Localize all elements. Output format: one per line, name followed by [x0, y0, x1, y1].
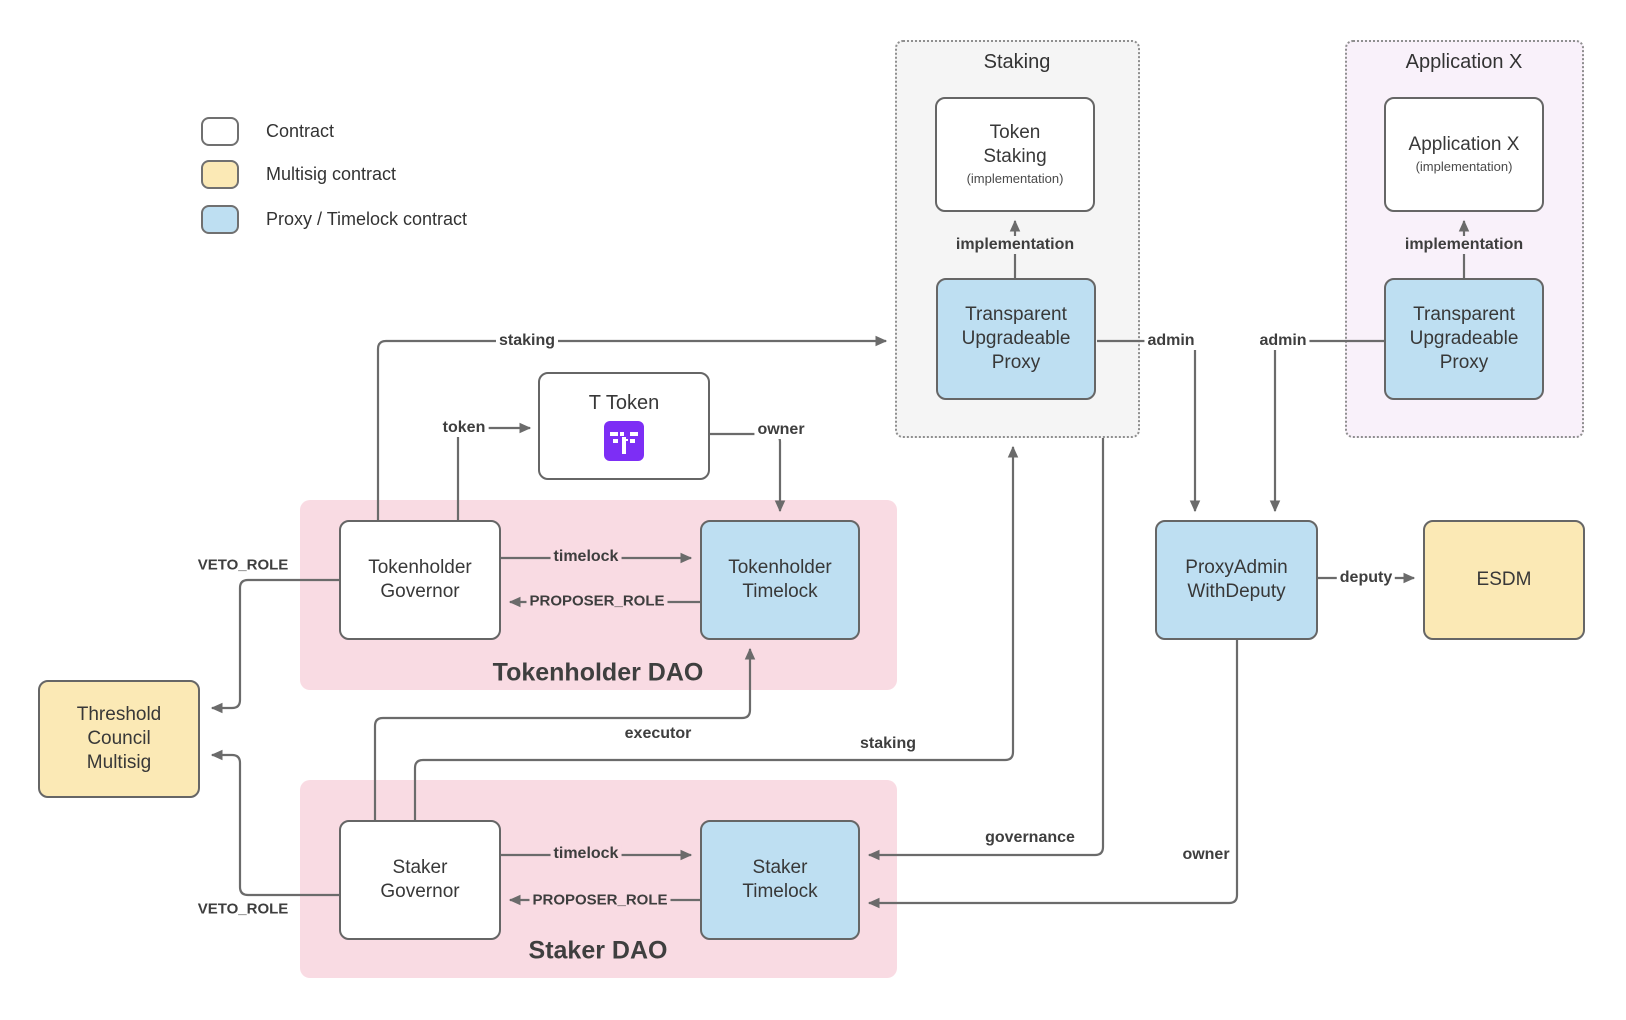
legend-label: Contract — [266, 121, 335, 141]
node-token-staking: Token Staking (implementation) — [935, 97, 1095, 212]
edge-label-timelock-staker: timelock — [550, 845, 622, 863]
legend-item-contract: Contract — [201, 117, 334, 146]
node-label: Tokenholder Governor — [368, 557, 472, 602]
edge-label-owner-bottom: owner — [1182, 846, 1230, 863]
edge-label-staking-bottom: staking — [859, 735, 917, 752]
legend-item-multisig: Multisig contract — [201, 160, 396, 189]
edge-label-staking-top: staking — [495, 332, 559, 350]
node-tokenholder-governor: Tokenholder Governor — [339, 520, 501, 640]
edge-label-token: token — [439, 419, 489, 437]
node-application-x-implementation: Application X (implementation) — [1384, 97, 1544, 212]
node-tokenholder-timelock: Tokenholder Timelock — [700, 520, 860, 640]
legend-label: Proxy / Timelock contract — [266, 209, 468, 229]
node-label: Staker Timelock — [742, 857, 818, 902]
edge-label-deputy: deputy — [1336, 569, 1396, 587]
contract-swatch-icon — [201, 117, 239, 146]
edge-label-governance: governance — [985, 829, 1075, 846]
edge-owner-bottom — [867, 640, 1239, 909]
edge-label-veto-role-top: VETO_ROLE — [197, 556, 289, 574]
node-label: Threshold Council Multisig — [76, 704, 162, 773]
edge-veto-role-top — [210, 578, 339, 714]
node-label: Transparent Upgradeable Proxy — [961, 304, 1071, 373]
edge-label-proposer-role-staker: PROPOSER_ROLE — [529, 891, 671, 909]
node-label: Tokenholder Timelock — [728, 557, 832, 602]
node-label: ESDM — [1476, 569, 1532, 591]
legend-item-proxy-timelock: Proxy / Timelock contract — [201, 205, 467, 234]
node-staking-proxy: Transparent Upgradeable Proxy — [936, 278, 1096, 400]
edge-governance — [867, 438, 1105, 861]
edge-label-implementation-application-x: implementation — [1401, 236, 1527, 254]
edge-label-executor: executor — [624, 725, 692, 742]
edge-label-veto-role-bottom: VETO_ROLE — [197, 900, 289, 918]
node-label: Application X — [1408, 134, 1520, 156]
proxy-swatch-icon — [201, 205, 239, 234]
node-sublabel: (implementation) — [966, 171, 1064, 187]
application-x-group-title: Application X — [1405, 51, 1523, 73]
tokenholder-dao-title: Tokenholder DAO — [492, 658, 704, 687]
edge-staking-bottom — [413, 445, 1019, 820]
edge-admin-left — [1097, 339, 1201, 513]
edge-owner-top — [710, 432, 786, 513]
node-label: Token Staking — [983, 122, 1047, 168]
edge-executor — [373, 647, 756, 820]
edge-label-proposer-role-tokenholder: PROPOSER_ROLE — [526, 592, 668, 610]
node-staker-governor: Staker Governor — [339, 820, 501, 940]
node-application-x-proxy: Transparent Upgradeable Proxy — [1384, 278, 1544, 400]
legend-label: Multisig contract — [266, 164, 397, 184]
node-sublabel: (implementation) — [1415, 159, 1513, 175]
edge-admin-right — [1269, 339, 1384, 513]
edge-veto-role-bottom — [210, 749, 339, 897]
node-label: Staker Governor — [380, 857, 460, 902]
staking-group-title: Staking — [983, 51, 1051, 73]
edge-staking-top — [376, 335, 888, 520]
t-token-logo-icon — [604, 421, 644, 462]
edge-label-timelock-tokenholder: timelock — [550, 548, 622, 566]
edge-token — [456, 422, 532, 520]
multisig-swatch-icon — [201, 160, 239, 189]
edge-label-admin-right: admin — [1256, 332, 1310, 350]
node-t-token: T Token — [538, 372, 710, 480]
node-esdm: ESDM — [1423, 520, 1585, 640]
staker-dao-title: Staker DAO — [528, 936, 668, 965]
edge-label-admin-left: admin — [1144, 332, 1198, 350]
node-label: Transparent Upgradeable Proxy — [1409, 304, 1519, 373]
node-staker-timelock: Staker Timelock — [700, 820, 860, 940]
node-label: ProxyAdmin WithDeputy — [1185, 557, 1288, 602]
edge-label-implementation-staking: implementation — [952, 236, 1078, 254]
node-threshold-council-multisig: Threshold Council Multisig — [38, 680, 200, 798]
node-proxy-admin-with-deputy: ProxyAdmin WithDeputy — [1155, 520, 1318, 640]
edge-label-owner-top: owner — [754, 421, 808, 439]
node-label: T Token — [588, 391, 660, 414]
